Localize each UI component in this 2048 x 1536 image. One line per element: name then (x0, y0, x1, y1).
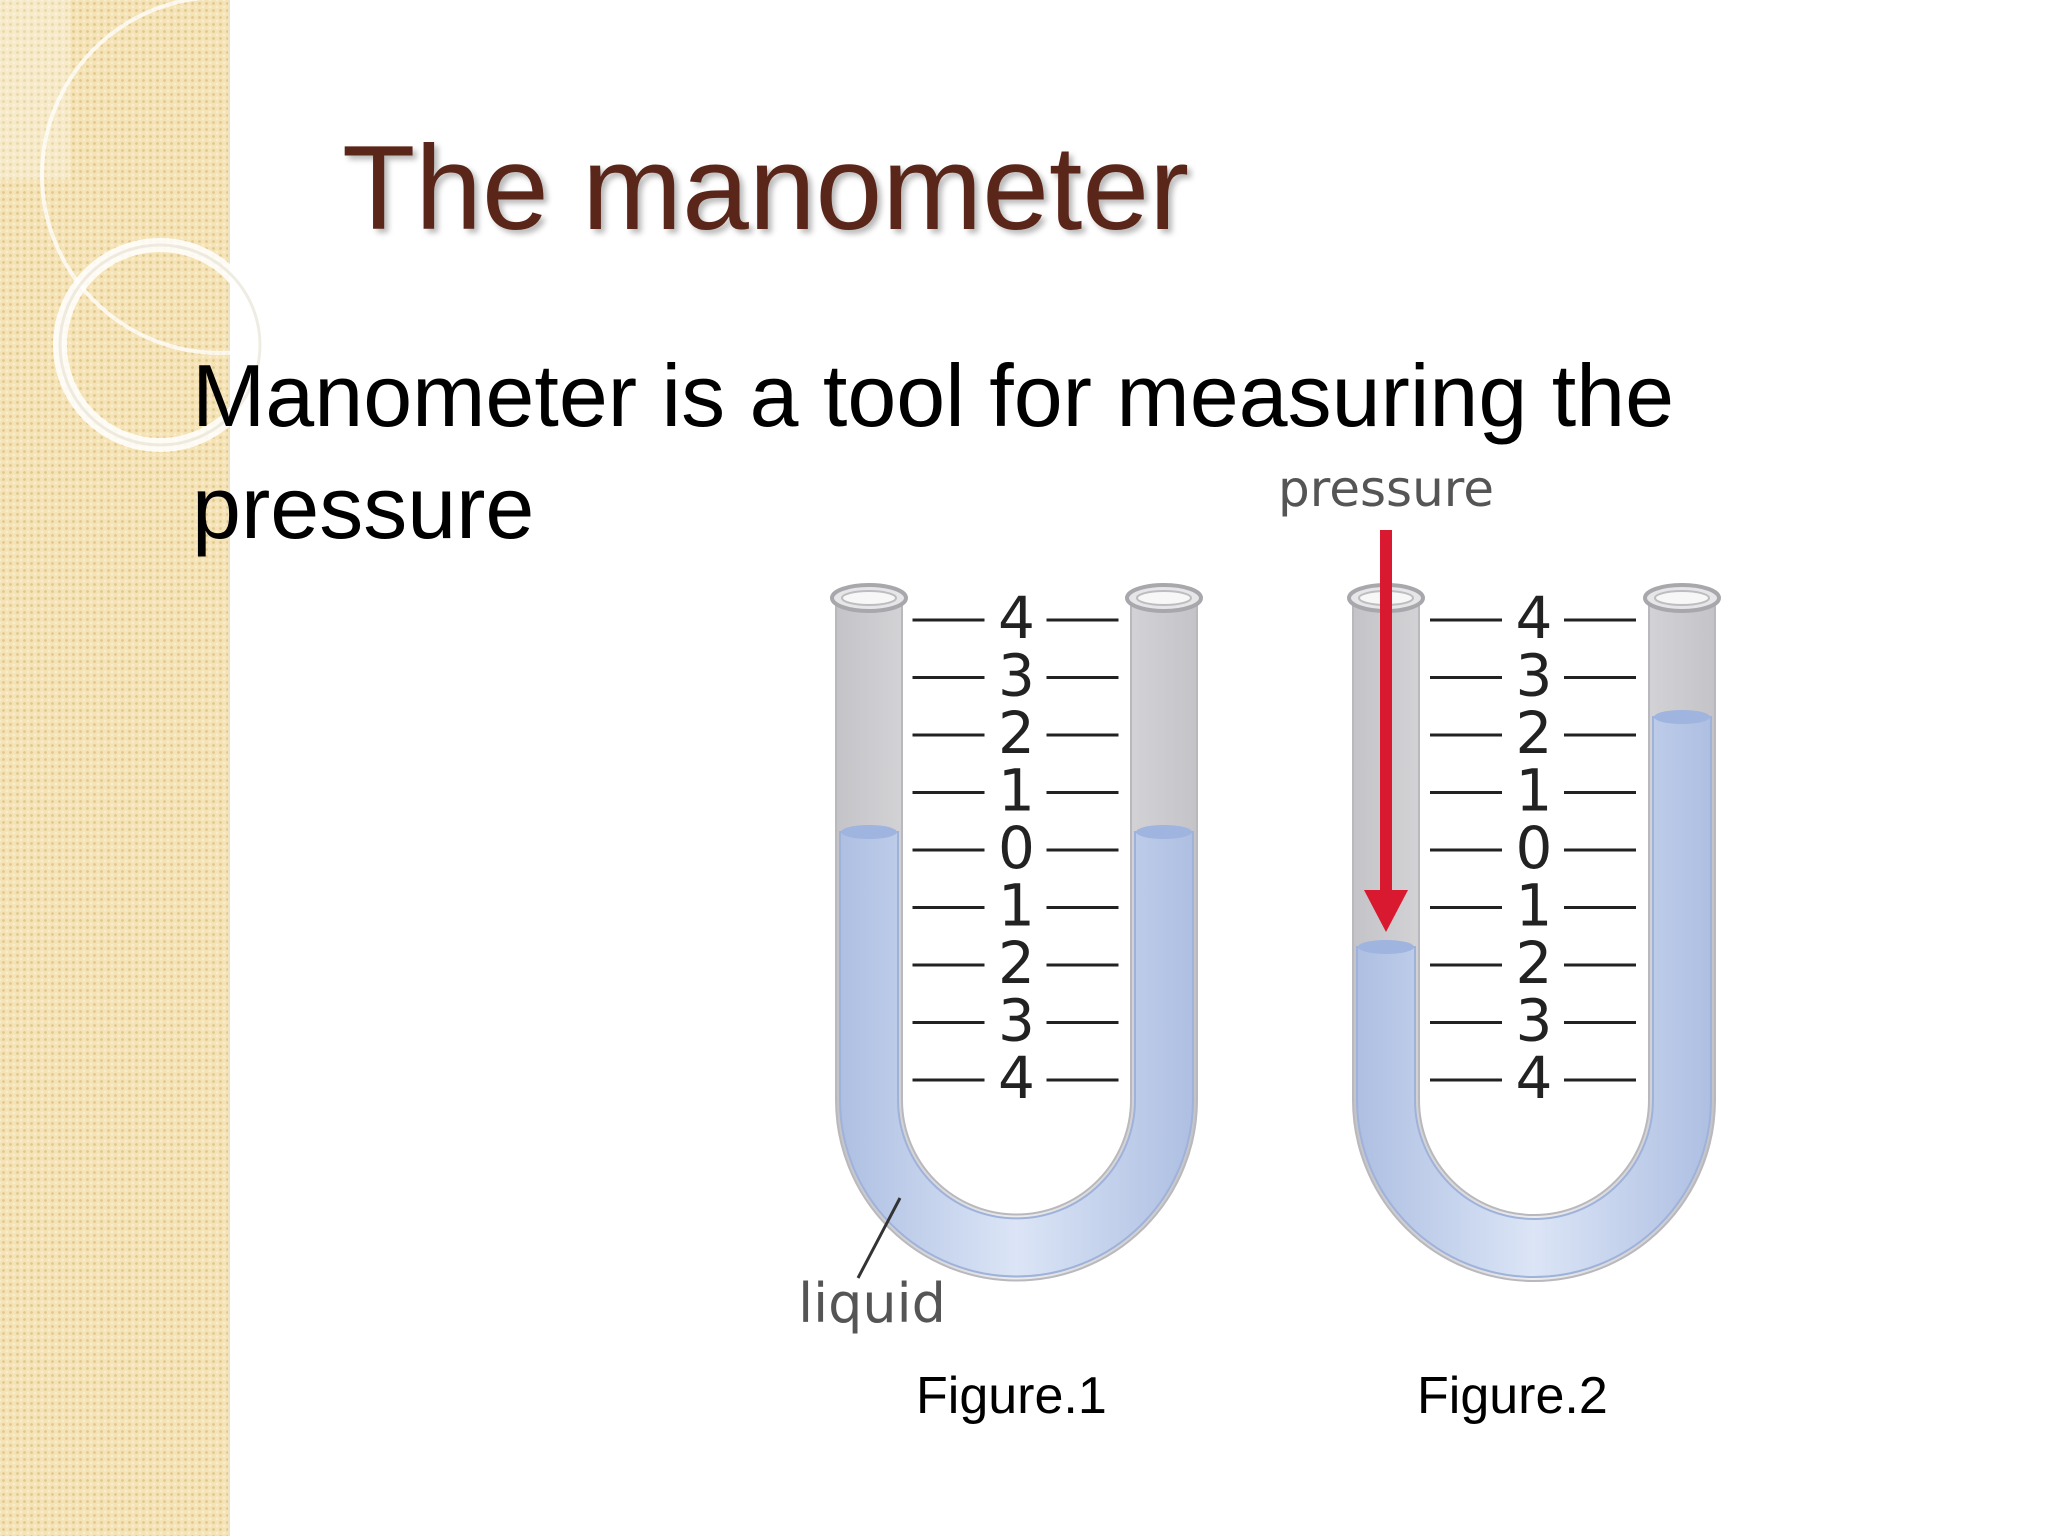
figure1-scale-label: 1 (998, 757, 1035, 825)
figure2-scale-label: 0 (1516, 814, 1553, 882)
figure2-left-meniscus (1358, 940, 1414, 954)
decorative-rings (0, 0, 400, 452)
liquid-pointer-line (856, 1197, 902, 1279)
figure1-scale-label: 3 (998, 642, 1035, 710)
figure2-right-meniscus (1654, 710, 1710, 724)
liquid-label: liquid (798, 1272, 946, 1335)
figure2-scale-label: 2 (1516, 699, 1553, 767)
figure2-scale-label: 4 (1516, 1044, 1553, 1112)
figure1-right-meniscus (1136, 825, 1192, 839)
figure1-scale-label: 1 (998, 872, 1035, 940)
figure2-scale-label: 1 (1516, 757, 1553, 825)
figure1-scale-label: 2 (998, 699, 1035, 767)
pressure-label: pressure (1278, 460, 1494, 518)
figure1-caption: Figure.1 (916, 1367, 1107, 1425)
slide-title: The manometer (342, 121, 1190, 255)
figure1-scale-label: 0 (998, 814, 1035, 882)
figure1-liquid (839, 831, 1194, 1278)
figure2-scale-label: 3 (1516, 642, 1553, 710)
pressure-arrow-head (1364, 890, 1408, 932)
figure2-scale-label: 4 (1516, 584, 1553, 652)
figure2-liquid (1356, 716, 1712, 1278)
figure1-scale-label: 2 (998, 929, 1035, 997)
figure1-scale-label: 4 (998, 584, 1035, 652)
slide-body-text: Manometer is a tool for measuring the pr… (192, 346, 1675, 557)
figure2-scale-label: 2 (1516, 929, 1553, 997)
figure2-scale-label: 3 (1516, 987, 1553, 1055)
figure1-scale-label: 4 (998, 1044, 1035, 1112)
figure1-left-meniscus (841, 825, 897, 839)
figure2-caption: Figure.2 (1417, 1367, 1608, 1425)
figure1-right-rim-inner (1136, 590, 1192, 606)
figure1-glass-tube (835, 597, 1198, 1282)
figure2-scale-label: 1 (1516, 872, 1553, 940)
figure2-right-rim-inner (1654, 590, 1710, 606)
figure1-left-rim-inner (841, 590, 897, 606)
figure1-scale-label: 3 (998, 987, 1035, 1055)
